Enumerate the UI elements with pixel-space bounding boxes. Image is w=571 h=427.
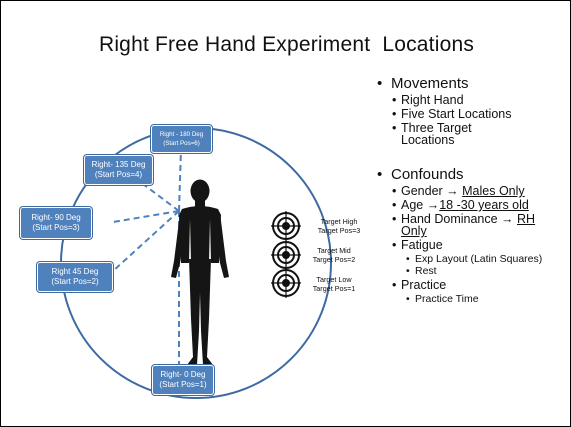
- target-low-icon: [271, 268, 301, 298]
- bullet-gender: Gender → Males Only: [375, 184, 536, 198]
- start-pos-4-line1: Right- 135 Deg: [91, 160, 146, 169]
- slide-title: Right Free Hand Experiment Locations: [98, 33, 475, 56]
- hand-prefix: Hand Dominance →: [401, 212, 518, 226]
- start-pos-3-line2: (Start Pos=3): [32, 223, 80, 232]
- target-low-label: Target Low Target Pos=1: [299, 275, 369, 293]
- bullet-list: Movements Right Hand Five Start Location…: [375, 75, 565, 304]
- start-pos-4-line2: (Start Pos=4): [94, 170, 143, 179]
- bullet-confounds: Confounds: [375, 166, 565, 183]
- line-pos4: [138, 180, 180, 212]
- line-pos6: [178, 148, 182, 212]
- bullet-right-hand: Right Hand: [375, 94, 565, 107]
- start-pos-1-line2: (Start Pos=1): [159, 380, 207, 389]
- start-pos-2-box: Right 45 Deg (Start Pos=2): [37, 262, 113, 292]
- gender-value: Males Only: [462, 184, 525, 198]
- bullet-age: Age →18 -30 years old: [375, 198, 561, 212]
- start-pos-6-line1: Right - 180 Deg: [159, 131, 204, 138]
- target-high-line2: Target Pos=3: [317, 226, 361, 235]
- target-mid-icon: [271, 240, 301, 270]
- start-pos-6-box: Right - 180 Deg (Start Pos=6): [151, 125, 212, 153]
- target-mid-label: Target Mid Target Pos=2: [299, 246, 369, 264]
- bullet-practice-time: Practice Time: [375, 294, 565, 305]
- start-pos-3-box: Right- 90 Deg (Start Pos=3): [20, 207, 92, 239]
- bullet-movements: Movements: [375, 75, 565, 92]
- bullet-rest: Rest: [375, 266, 565, 277]
- target-high-icon: [271, 211, 301, 241]
- start-pos-2-line2: (Start Pos=2): [51, 277, 99, 286]
- target-icons: [271, 211, 301, 298]
- target-high-label: Target High Target Pos=3: [304, 217, 374, 235]
- target-mid-line1: Target Mid: [317, 246, 351, 255]
- bullet-five-start: Five Start Locations: [375, 108, 565, 121]
- start-pos-2-line1: Right 45 Deg: [51, 267, 99, 276]
- human-figure-icon: [171, 179, 229, 365]
- line-pos2: [112, 210, 180, 272]
- age-value: 18 -30 years old: [439, 198, 529, 212]
- line-pos3: [112, 210, 180, 223]
- hand-value: RH Only: [401, 212, 536, 238]
- bullet-exp-layout: Exp Layout (Latin Squares): [375, 254, 565, 265]
- target-high-line1: Target High: [320, 217, 358, 226]
- bullet-fatigue: Fatigue: [375, 239, 565, 252]
- start-pos-4-box: Right- 135 Deg (Start Pos=4): [84, 155, 153, 185]
- start-pos-3-line1: Right- 90 Deg: [31, 213, 81, 222]
- bullet-practice: Practice: [375, 279, 565, 292]
- bullet-three-target: Three Target Locations: [375, 122, 516, 147]
- start-pos-1-box: Right- 0 Deg (Start Pos=1): [152, 365, 214, 395]
- bullet-hand-dominance: Hand Dominance → RH Only: [375, 212, 561, 238]
- start-pos-6-line2: (Start Pos=6): [163, 140, 200, 147]
- age-prefix: Age →: [401, 198, 440, 212]
- target-low-line1: Target Low: [316, 275, 352, 284]
- start-pos-1-line1: Right- 0 Deg: [160, 370, 206, 379]
- gender-prefix: Gender →: [401, 184, 463, 198]
- target-low-line2: Target Pos=1: [312, 284, 356, 293]
- target-mid-line2: Target Pos=2: [312, 255, 356, 264]
